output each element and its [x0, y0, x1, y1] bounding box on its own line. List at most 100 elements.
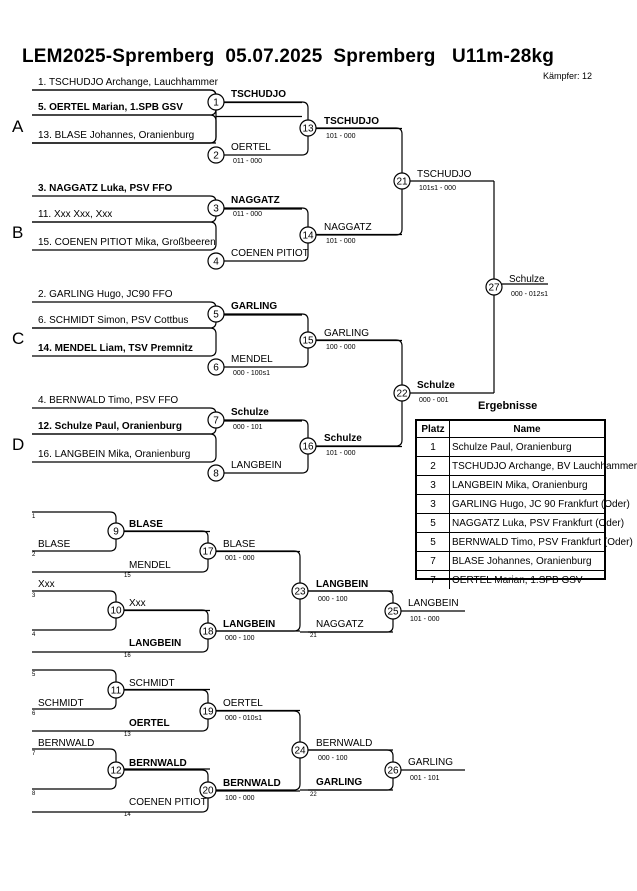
seed-number: 1 [32, 514, 36, 520]
fight-score: 000 - 010s1 [225, 715, 262, 722]
repechage-name: SCHMIDT [38, 698, 84, 709]
results-name: LANGBEIN Mika, Oranienburg [449, 475, 604, 495]
fight-winner: TSCHUDJO [324, 116, 379, 127]
fight-number: 18 [202, 627, 214, 638]
repechage-name: LANGBEIN [223, 619, 275, 630]
fight-number-circle [207, 411, 225, 429]
entrant-name: 15. COENEN PITIOT Mika, Großbeeren [38, 237, 216, 248]
fight-number-circle [485, 278, 503, 296]
fight-score: 101s1 - 000 [419, 185, 456, 192]
fight-number-circle [384, 761, 402, 779]
fight-number: 8 [213, 469, 219, 480]
fight-score: 000 - 100 [318, 755, 348, 762]
fight-score: 011 - 000 [233, 211, 262, 218]
repechage-name: MENDEL [129, 560, 171, 571]
results-place: 7 [417, 570, 450, 589]
fight-number: 9 [113, 527, 119, 538]
results-header-name: Name [449, 421, 604, 438]
fight-number: 23 [294, 587, 306, 598]
fight-winner: Schulze [509, 274, 545, 285]
fight-number: 4 [213, 257, 219, 268]
bracket-line [32, 221, 217, 251]
fight-number: 20 [202, 786, 214, 797]
fight-number-circle [207, 93, 225, 111]
pool-label-c: C [12, 329, 25, 348]
fight-number: 27 [488, 283, 500, 294]
fight-number-circle [291, 741, 309, 759]
bracket-line [32, 748, 117, 790]
fight-number-circle [207, 199, 225, 217]
fight-score: 000 - 100 [318, 596, 348, 603]
pool-label-d: D [12, 435, 25, 454]
fight-winner: Schulze [231, 407, 269, 418]
seed-number: 4 [32, 632, 36, 638]
repechage-name: BERNWALD [129, 758, 187, 769]
repechage-name: Xxx [129, 598, 146, 609]
bracket-line [32, 590, 117, 631]
entrant-name: 11. Xxx Xxx, Xxx [38, 209, 112, 220]
fight-score: 011 - 000 [233, 158, 262, 165]
results-header-place: Platz [417, 421, 450, 438]
seed-number: 14 [124, 812, 131, 818]
seed-number: 6 [32, 711, 36, 717]
fight-loser: OERTEL [231, 142, 271, 153]
entrant-name: 2. GARLING Hugo, JC90 FFO [38, 289, 173, 300]
fight-score: 000 - 100 [225, 635, 255, 642]
fight-loser: LANGBEIN [231, 460, 282, 471]
fight-number: 11 [111, 686, 122, 697]
results-place: 5 [417, 513, 450, 533]
page-title: LEM2025-Spremberg 05.07.2025 Spremberg U… [22, 46, 555, 67]
bracket-line [32, 327, 217, 357]
fight-number: 10 [110, 606, 122, 617]
entrant-name: 3. NAGGATZ Luka, PSV FFO [38, 183, 172, 194]
fight-score: 101 - 000 [326, 238, 356, 245]
fight-number-circle [199, 542, 217, 560]
fight-number-circle [299, 331, 317, 349]
seed-number: 22 [310, 792, 317, 798]
fight-score: 101 - 000 [326, 450, 356, 457]
fight-winner: GARLING [324, 328, 369, 339]
fight-score: 001 - 101 [410, 775, 440, 782]
results-place: 3 [417, 475, 450, 495]
results-name: NAGGATZ Luka, PSV Frankfurt (Oder) [449, 513, 624, 533]
fight-number-circle [107, 601, 125, 619]
fight-number-circle [291, 582, 309, 600]
fight-number: 14 [302, 231, 314, 242]
seed-number: 3 [32, 593, 36, 599]
fight-number-circle [207, 146, 225, 164]
fight-number: 21 [396, 177, 408, 188]
fight-loser: MENDEL [231, 354, 273, 365]
seed-number: 21 [310, 633, 317, 639]
fight-number: 1 [213, 98, 219, 109]
fight-number: 15 [302, 336, 314, 347]
entrant-name: 1. TSCHUDJO Archange, Lauchhammer [38, 77, 219, 88]
fight-score: 100 - 000 [225, 795, 255, 802]
pool-label-b: B [12, 223, 24, 242]
fight-loser: COENEN PITIOT [231, 248, 309, 259]
repechage-name: BERNWALD [223, 778, 281, 789]
fight-winner: NAGGATZ [231, 195, 280, 206]
repechage-name: BLASE [223, 539, 256, 550]
entrant-name: 6. SCHMIDT Simon, PSV Cottbus [38, 315, 188, 326]
results-name: BERNWALD Timo, PSV Frankfurt (Oder) [449, 532, 633, 552]
results-name: GARLING Hugo, JC 90 Frankfurt (Oder) [449, 494, 630, 514]
fight-number: 5 [213, 310, 219, 321]
fight-number-circle [299, 119, 317, 137]
results-name: Schulze Paul, Oranienburg [449, 437, 604, 457]
fight-number: 13 [302, 124, 314, 135]
entrant-name: 12. Schulze Paul, Oranienburg [38, 421, 182, 432]
fight-score: 000 - 001 [419, 397, 449, 404]
fight-number-circle [393, 384, 411, 402]
fight-score: 000 - 101 [233, 424, 263, 431]
results-place: 3 [417, 494, 450, 514]
fight-number-circle [199, 702, 217, 720]
fight-score: 100 - 000 [326, 344, 356, 351]
fight-number-circle [107, 761, 125, 779]
